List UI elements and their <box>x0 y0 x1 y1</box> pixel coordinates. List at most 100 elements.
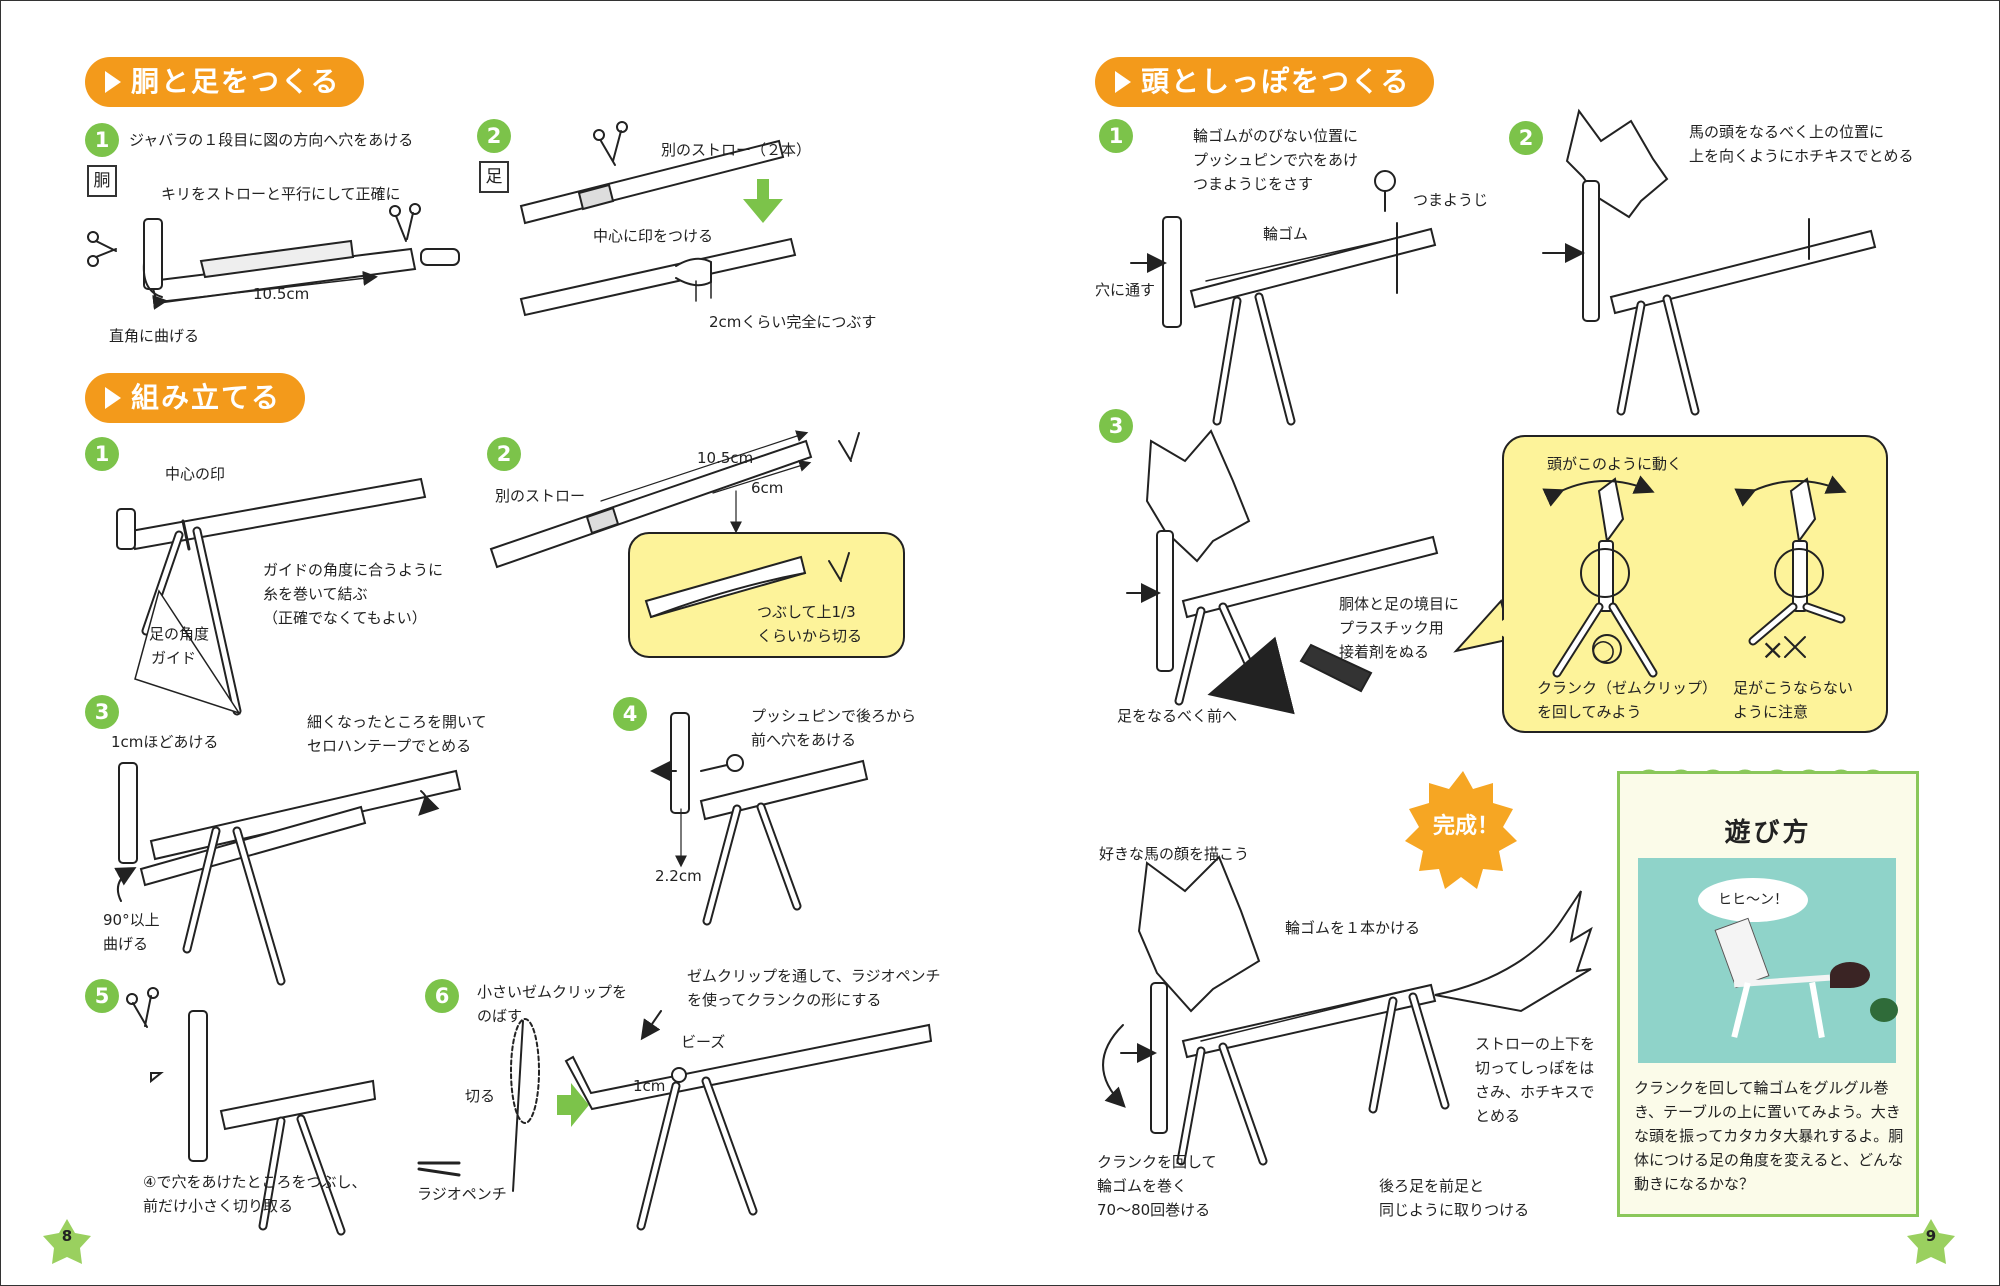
tail-text-2: 切ってしっぽをは <box>1475 1059 1595 1077</box>
measure-label: 1cm <box>633 1077 666 1095</box>
cut-label: 切る <box>465 1087 496 1105</box>
crank-text-3: 70〜80回巻ける <box>1097 1201 1211 1219</box>
forward-label: 足をなるべく前へ <box>1117 707 1238 725</box>
bend-text-1: 90°以上 <box>103 911 160 929</box>
neigh-bubble: ヒヒ〜ン！ <box>1698 878 1808 922</box>
horse-tail-shape <box>1830 962 1870 988</box>
how-to-play-title: 遊び方 <box>1724 818 1812 848</box>
page-number-left: 8 <box>61 1227 73 1245</box>
step-number: 4 <box>613 697 647 731</box>
head-step1-text-3: つまようじをさす <box>1193 175 1314 193</box>
assemble-step6-drawing <box>417 1010 933 1231</box>
finished-horse-drawing <box>1102 855 1593 1166</box>
band-label: 輪ゴム <box>1263 225 1309 243</box>
right-arrow-icon <box>557 1083 589 1127</box>
guide-label: ガイド <box>151 649 197 667</box>
through-label: 穴に通す <box>1095 281 1156 299</box>
crank-text-1: クランクを回して <box>1097 1153 1217 1171</box>
tape-text-2: セロハンテープでとめる <box>307 737 472 755</box>
pin-text-2: 前へ穴をあける <box>751 731 857 749</box>
assemble-step2-drawing <box>489 430 860 569</box>
page-star-left <box>43 1219 91 1264</box>
clip-text-1: 小さいゼムクリップを <box>477 983 628 1001</box>
tape-text-1: 細くなったところを開いて <box>307 713 487 731</box>
head-step1-text-1: 輪ゴムがのびない位置に <box>1193 127 1359 145</box>
step-number: 1 <box>85 437 119 471</box>
glue-text-3: 接着剤をぬる <box>1339 643 1430 661</box>
gap-label: 1cmほどあける <box>111 733 219 751</box>
caption: 直角に曲げる <box>109 327 200 345</box>
glue-text-2: プラスチック用 <box>1339 619 1444 637</box>
legs-text-1: 後ろ足を前足と <box>1379 1177 1485 1195</box>
head-step2-drawing <box>1542 108 1877 416</box>
length-label: 10.5cm <box>697 449 754 467</box>
horse-head-shape <box>1714 917 1770 989</box>
step-number: 3 <box>85 695 119 729</box>
horse-leg-shape <box>1731 982 1751 1038</box>
tail-text-1: ストローの上下を <box>1475 1035 1596 1053</box>
ok-mark: ○ <box>1591 633 1616 666</box>
step-text: 中心に印をつける <box>593 227 714 245</box>
crank-text-2: を使ってクランクの形にする <box>687 991 882 1009</box>
callout-ok-text-1: クランク（ゼムクリップ） <box>1537 679 1718 697</box>
caption: 2cmくらい完全につぶす <box>709 313 877 331</box>
cut-text-1: ④で穴をあけたところをつぶし、 <box>143 1173 367 1191</box>
face-label: 好きな馬の顔を描こう <box>1099 845 1250 863</box>
callout-figures <box>1542 475 1847 678</box>
beads-label: ビーズ <box>681 1033 726 1051</box>
play-triangle-icon <box>1115 71 1131 93</box>
guide-text-2: 糸を巻いて結ぶ <box>263 585 368 603</box>
glue-text-1: 胴体と足の境目に <box>1339 595 1460 613</box>
step2-straw-drawing <box>519 121 797 317</box>
bend-text-2: 曲げる <box>103 935 149 953</box>
callout-text-2: くらいから切る <box>757 627 863 645</box>
crank-text-1: ゼムクリップを通して、ラジオペンチ <box>687 967 941 985</box>
section-header-head-tail: 頭としっぽをつくる <box>1095 57 1435 107</box>
finish-badge-shape <box>1405 771 1517 889</box>
crank-text-2: 輪ゴムを巻く <box>1097 1177 1188 1195</box>
angle-label: 足の角度 <box>149 625 210 643</box>
page-number-right: 9 <box>1925 1227 1937 1245</box>
pliers-label: ラジオペンチ <box>417 1185 507 1203</box>
step-number: 1 <box>85 123 119 157</box>
tail-text-4: とめる <box>1475 1107 1521 1125</box>
measure-label: 10.5cm <box>253 285 310 303</box>
callout-ng-text-2: ように注意 <box>1733 703 1809 721</box>
head-step1-text-2: プッシュピンで穴をあけ <box>1193 151 1359 169</box>
horse-photo: ヒヒ〜ン！ <box>1638 858 1898 1063</box>
pin-text-1: プッシュピンで後ろから <box>751 707 917 725</box>
clip-text-2: のばす <box>477 1007 523 1025</box>
callout-title: 頭がこのように動く <box>1547 455 1683 473</box>
page-star-right <box>1907 1219 1955 1264</box>
step-text: ジャバラの１段目に図の方向へ穴をあける <box>129 131 414 149</box>
how-to-play-text: クランクを回して輪ゴムをグルグル巻き、テーブルの上に置いてみよう。大きな頭を振っ… <box>1634 1079 1904 1193</box>
band-label: 輪ゴムを１本かける <box>1285 919 1421 937</box>
step-number: 1 <box>1099 119 1133 153</box>
head-step1-drawing <box>1130 170 1437 426</box>
finish-badge: 完成！ <box>1433 814 1500 839</box>
head-motion-callout <box>1502 435 1888 733</box>
leg-tag: 足 <box>479 161 509 193</box>
callout-text-1: つぶして上1/3 <box>757 603 856 621</box>
head-step3-drawing <box>1126 429 1439 715</box>
section-header-body-legs: 胴と足をつくる <box>85 57 365 107</box>
step-number: 2 <box>477 119 511 153</box>
guide-text-3: （正確でなくてもよい） <box>263 609 427 627</box>
assemble-step5-drawing <box>126 987 377 1236</box>
cut-callout-box <box>628 532 905 658</box>
ng-mark: × <box>1761 633 1785 666</box>
step-text: キリをストローと平行にして正確に <box>161 185 401 203</box>
play-triangle-icon <box>105 71 121 93</box>
callout-ok-text-2: を回してみよう <box>1537 703 1642 721</box>
toothpick-label: つまようじ <box>1413 191 1489 209</box>
cut-text-2: 前だけ小さく切り取る <box>143 1197 294 1215</box>
step1-straw-drawing <box>87 203 460 310</box>
callout-ng-text-1: 足がこうならない <box>1733 679 1854 697</box>
assemble-step1-drawing <box>116 477 427 716</box>
step-number: 2 <box>1509 121 1543 155</box>
down-arrow-icon <box>743 179 783 223</box>
how-to-play-card: 遊び方 ヒヒ〜ン！ クランクを回して輪ゴムをグルグル巻き、テーブルの上に置いてみ… <box>1617 771 1919 1217</box>
step-text: 別のストロー（２本） <box>661 141 812 159</box>
